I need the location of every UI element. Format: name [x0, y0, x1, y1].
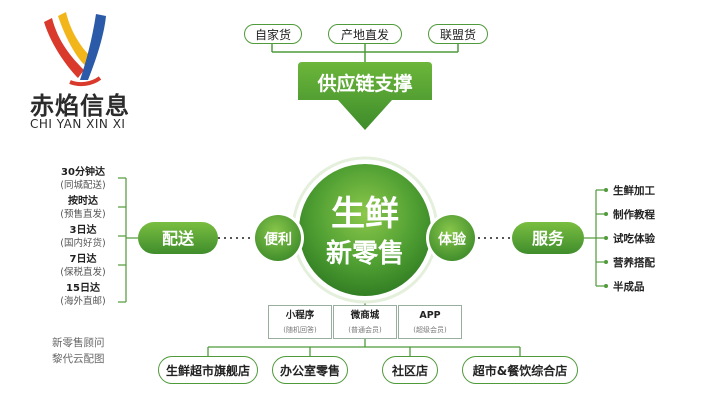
convenience-circle: [252, 212, 304, 264]
service-item: 试吃体验: [613, 233, 655, 245]
store-format: 办公室零售: [272, 356, 348, 384]
channel-sub: (随机回答): [283, 326, 317, 334]
channel-sub: (超级会员): [413, 326, 447, 334]
caption-line: 新零售顾问: [52, 337, 105, 349]
delivery-option-sub: (保税直发): [60, 267, 106, 278]
store-format: 社区店: [382, 356, 438, 384]
center-title-line1: 生鲜: [331, 194, 399, 234]
source-alliance-goods: 联盟货: [428, 24, 488, 44]
services-bracket: [584, 188, 608, 288]
center-title-line2: 新零售: [326, 238, 404, 269]
store-format: 生鲜超市旗舰店: [158, 356, 258, 384]
channel-title: 微商城: [350, 310, 380, 321]
delivery-option-sub: (国内好货): [60, 238, 106, 249]
channel-title: APP: [419, 310, 441, 321]
delivery-option-title: 按时达: [68, 196, 98, 207]
delivery-option-title: 15日达: [66, 283, 100, 294]
store-format: 超市&餐饮综合店: [462, 356, 578, 384]
delivery-option: 30分钟达 (同城配送): [48, 166, 118, 192]
channel-sub: (普通会员): [348, 326, 382, 334]
source-origin-direct: 产地直发: [328, 24, 402, 44]
delivery-bracket: [118, 177, 138, 303]
service-item: 生鲜加工: [613, 185, 655, 197]
services-hub-label: 服务: [532, 229, 565, 248]
delivery-option-title: 30分钟达: [61, 167, 105, 178]
supply-label: 供应链支撑: [316, 72, 412, 95]
logo-name-cn: 赤焰信息: [30, 92, 130, 120]
experience-label: 体验: [438, 231, 467, 248]
delivery-option-sub: (预售直发): [60, 209, 106, 220]
delivery-hub-label: 配送: [162, 229, 195, 248]
caption-line: 黎代云配图: [52, 353, 105, 365]
delivery-option: 7日达 (保税直发): [48, 253, 118, 279]
supply-arrow: [298, 62, 432, 130]
center-circle: [291, 156, 439, 304]
company-logo: [44, 12, 106, 87]
delivery-option-title: 3日达: [69, 225, 97, 236]
delivery-option: 3日达 (国内好货): [48, 224, 118, 250]
experience-circle: [426, 212, 478, 264]
convenience-label: 便利: [264, 231, 292, 248]
logo-name-en: CHI YAN XIN XI: [30, 117, 126, 131]
source-own-goods: 自家货: [244, 24, 302, 44]
channel-box: APP (超级会员): [398, 305, 462, 339]
channel-box: 小程序 (随机回答): [268, 305, 332, 339]
delivery-option: 15日达 (海外直邮): [48, 282, 118, 308]
services-hub: [512, 222, 584, 254]
delivery-option-title: 7日达: [69, 254, 97, 265]
delivery-option: 按时达 (预售直发): [48, 195, 118, 221]
delivery-option-sub: (海外直邮): [60, 296, 106, 307]
top-connectors: [271, 44, 459, 62]
service-item: 半成品: [613, 281, 645, 293]
delivery-option-sub: (同城配送): [60, 180, 106, 191]
service-item: 营养搭配: [613, 257, 655, 269]
service-item: 制作教程: [613, 209, 655, 221]
channel-box: 微商城 (普通会员): [333, 305, 397, 339]
channel-title: 小程序: [285, 310, 315, 321]
delivery-hub: [138, 222, 218, 254]
